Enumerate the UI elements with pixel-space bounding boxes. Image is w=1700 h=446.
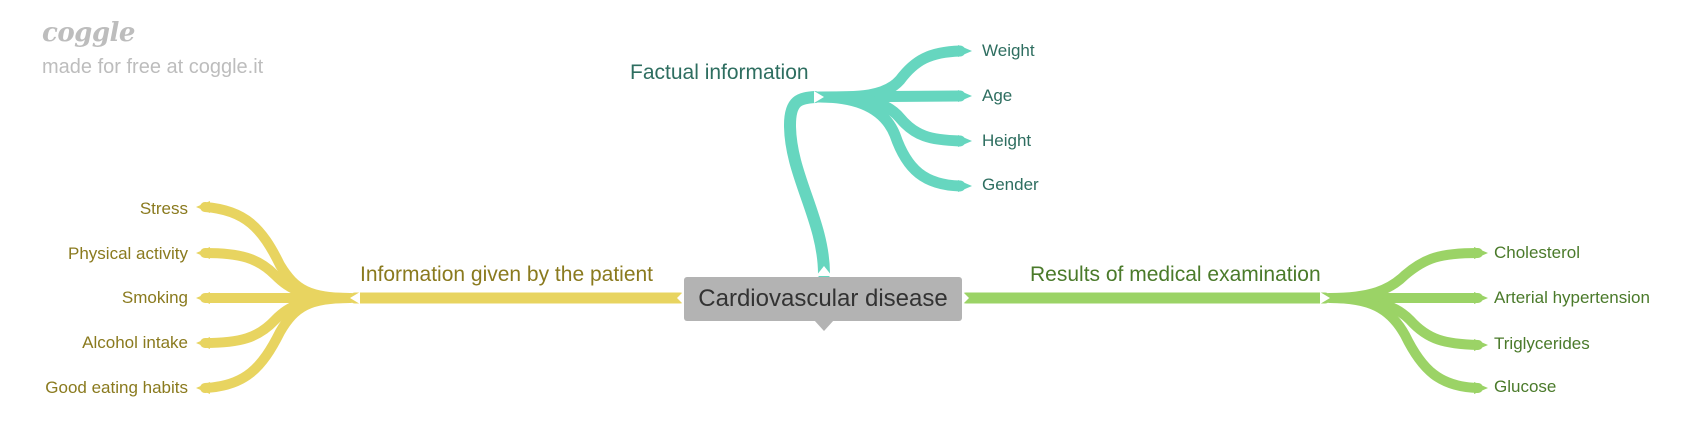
node-patient-alcohol-intake[interactable]: Alcohol intake (82, 333, 188, 352)
node-patient-good-eating-habits[interactable]: Good eating habits (45, 378, 188, 397)
patient-connectors (200, 202, 686, 393)
root-node[interactable]: Cardiovascular disease (684, 277, 962, 321)
branch-medical-label[interactable]: Results of medical examination (1030, 263, 1321, 286)
node-factual-gender[interactable]: Gender (982, 175, 1039, 194)
node-patient-physical-activity[interactable]: Physical activity (68, 244, 188, 263)
node-medical-triglycerides[interactable]: Triglycerides (1494, 334, 1590, 353)
node-factual-height[interactable]: Height (982, 131, 1032, 150)
coggle-logo: coggle (42, 18, 135, 48)
factual-main-connector (783, 91, 830, 280)
node-factual-age[interactable]: Age (982, 86, 1013, 105)
node-medical-arterial-hypertension[interactable]: Arterial hypertension (1494, 288, 1650, 307)
node-patient-stress[interactable]: Stress (139, 199, 188, 218)
factual-connectors (783, 45, 966, 280)
medical-connectors (960, 248, 1483, 393)
coggle-watermark: coggle made for free at coggle.it (42, 18, 263, 79)
node-medical-glucose[interactable]: Glucose (1494, 377, 1557, 396)
branch-factual-label[interactable]: Factual information (630, 61, 809, 84)
node-patient-smoking[interactable]: Smoking (121, 288, 188, 307)
branch-patient-label[interactable]: Information given by the patient (360, 263, 654, 286)
node-factual-weight[interactable]: Weight (982, 41, 1035, 60)
coggle-subtitle: made for free at coggle.it (42, 56, 264, 78)
root-node-label: Cardiovascular disease (698, 285, 948, 312)
node-medical-cholesterol[interactable]: Cholesterol (1494, 243, 1580, 262)
